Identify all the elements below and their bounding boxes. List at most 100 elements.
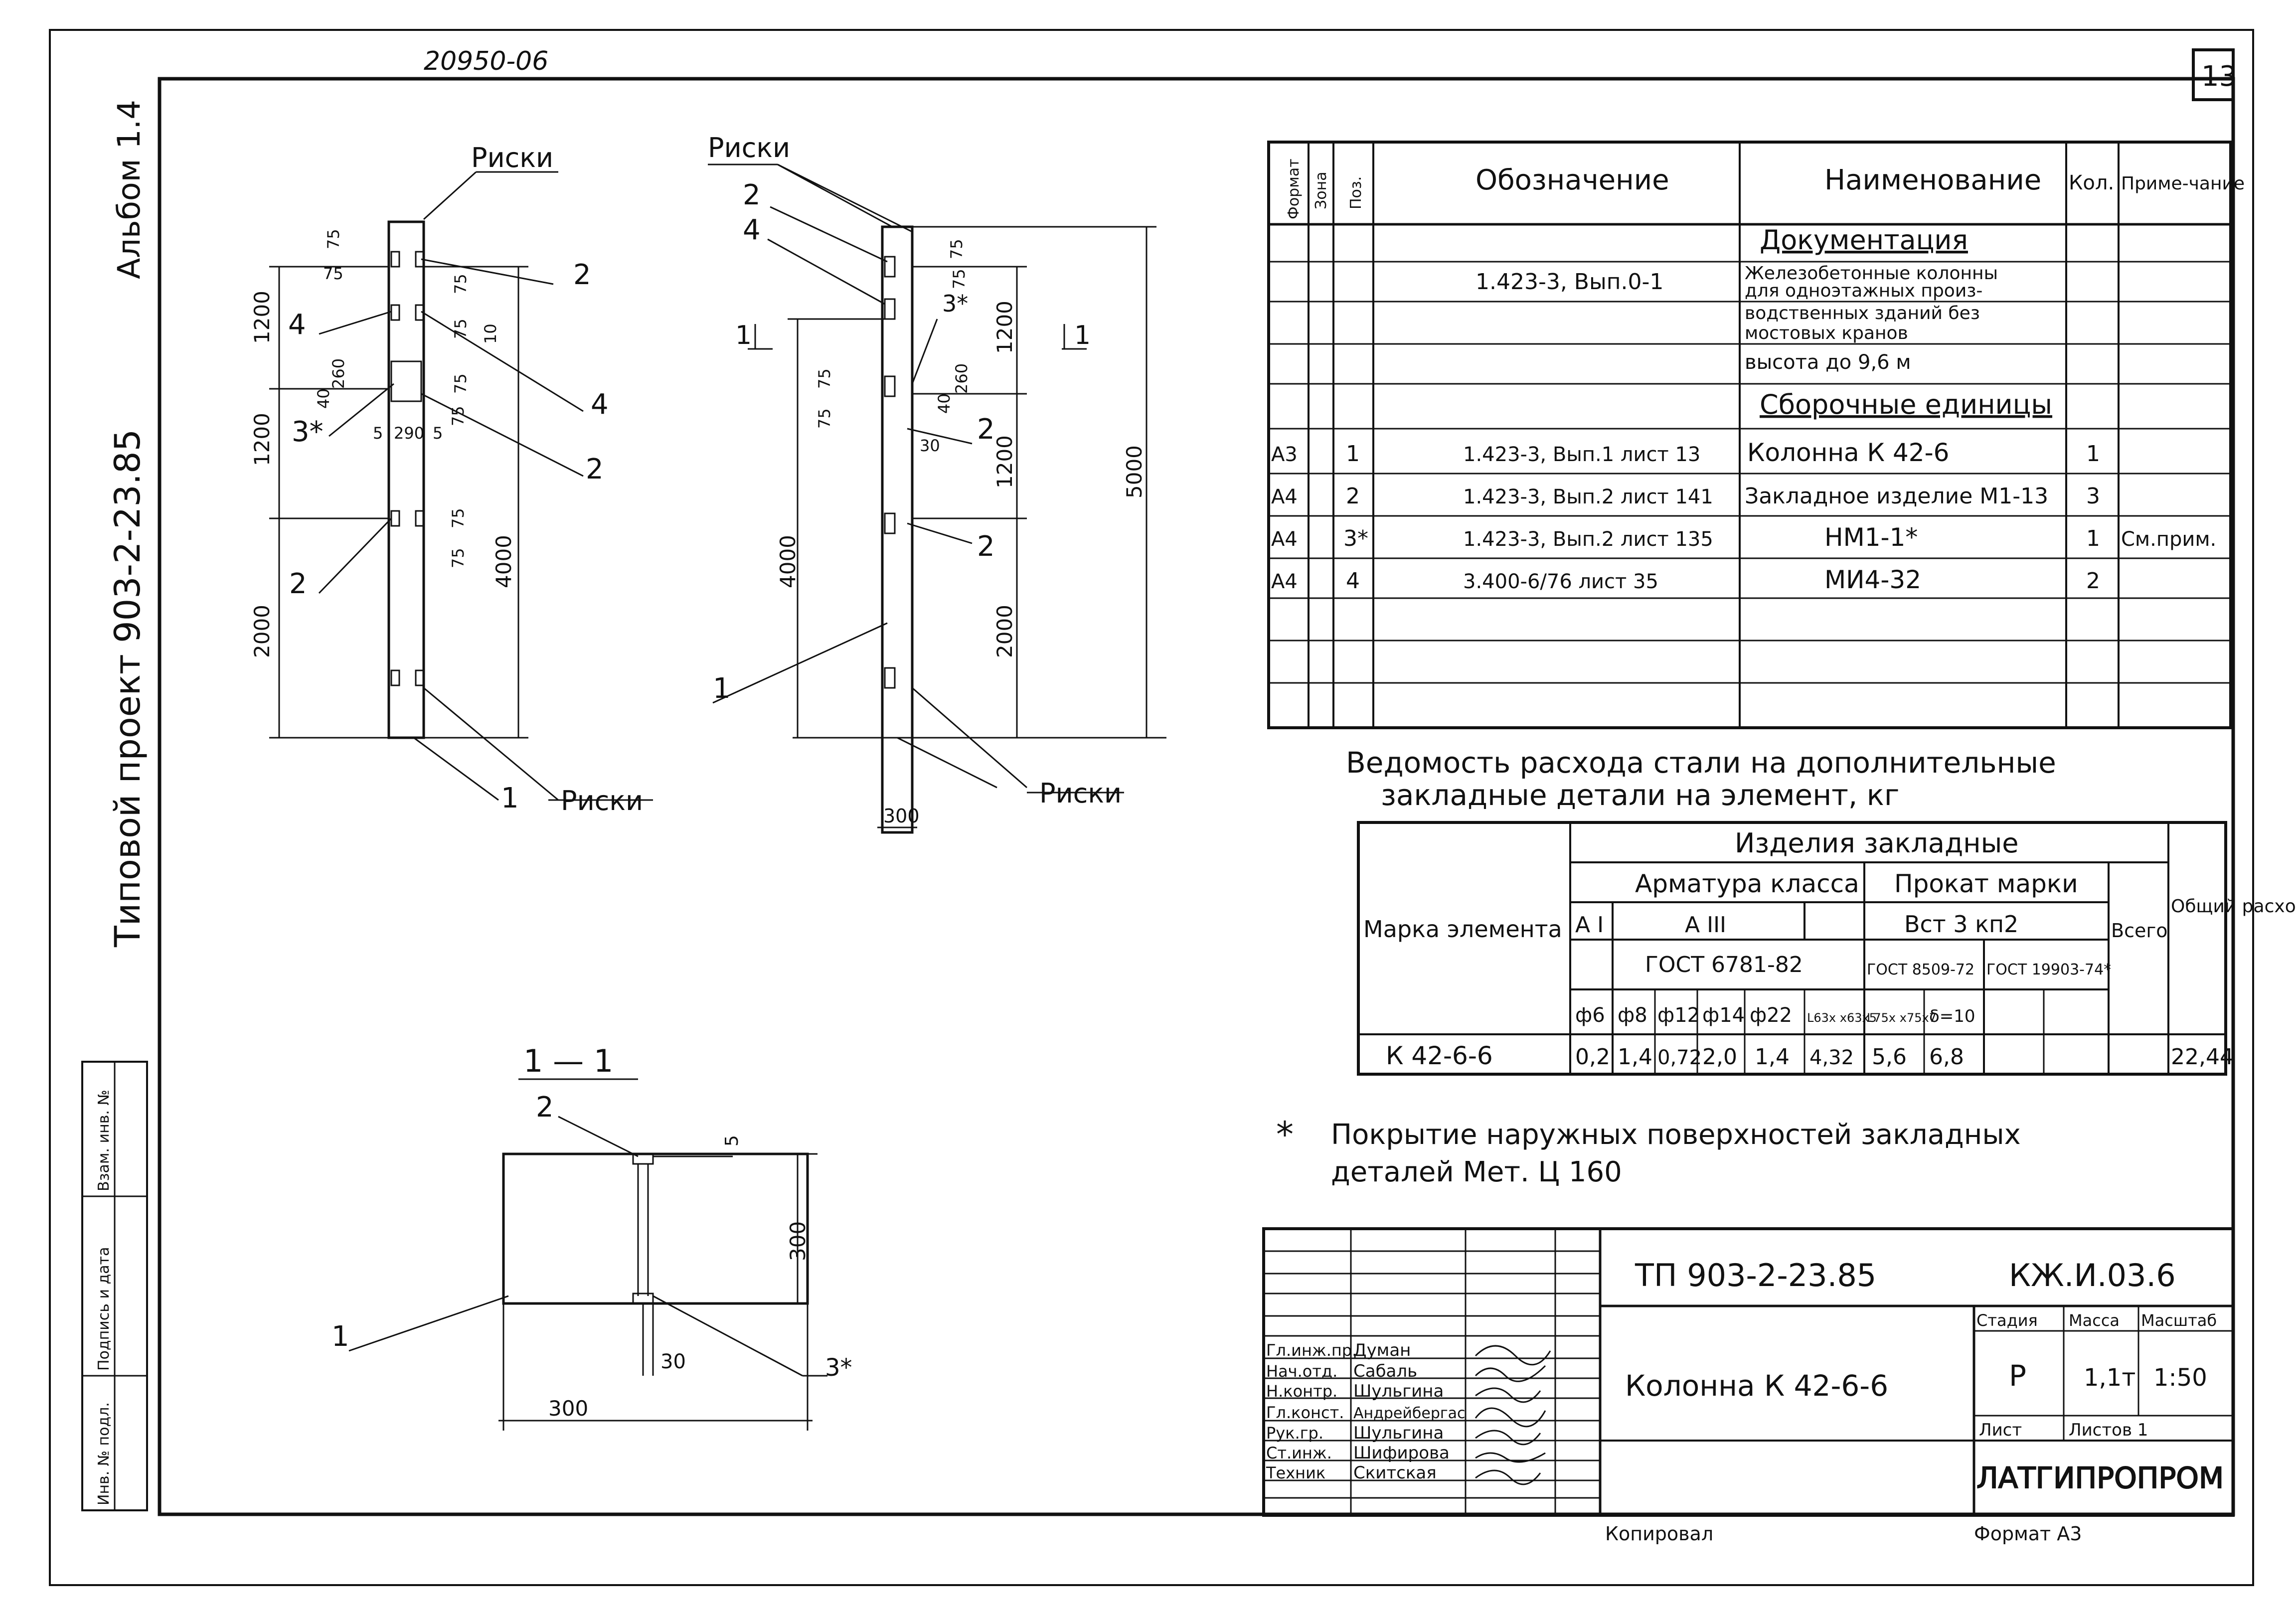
svg-text:Изделия закладные: Изделия закладные bbox=[1735, 827, 2018, 859]
svg-text:Риски: Риски bbox=[708, 132, 790, 163]
svg-text:А4: А4 bbox=[1271, 486, 1298, 508]
section-outline bbox=[502, 1152, 809, 1305]
svg-text:1.423-3, Вып.0-1: 1.423-3, Вып.0-1 bbox=[1476, 269, 1663, 295]
svg-text:30: 30 bbox=[920, 436, 940, 455]
svg-text:δ=10: δ=10 bbox=[1929, 1006, 1975, 1026]
svg-text:К 42-6-6: К 42-6-6 bbox=[1386, 1041, 1493, 1070]
svg-text:Гл.конст.: Гл.конст. bbox=[1266, 1403, 1344, 1422]
svg-text:Техник: Техник bbox=[1266, 1463, 1325, 1482]
svg-text:3*: 3* bbox=[1343, 526, 1368, 551]
svg-text:Обозначение: Обозначение bbox=[1476, 164, 1669, 196]
svg-text:А4: А4 bbox=[1271, 528, 1298, 551]
svg-text:3: 3 bbox=[2086, 484, 2100, 509]
svg-text:1.423-3, Вып.2 лист 135: 1.423-3, Вып.2 лист 135 bbox=[1463, 528, 1713, 551]
svg-text:Арматура класса: Арматура класса bbox=[1635, 869, 1859, 898]
label-riski-top-left: Риски bbox=[471, 142, 553, 173]
drawing-name: Колонна К 42-6-6 bbox=[1625, 1369, 1888, 1403]
svg-text:300: 300 bbox=[883, 805, 920, 827]
svg-text:высота до 9,6 м: высота до 9,6 м bbox=[1745, 351, 1911, 374]
svg-text:1200: 1200 bbox=[250, 413, 274, 466]
org-name: ЛАТГИПРОПРОМ bbox=[1976, 1461, 2224, 1495]
svg-text:1:50: 1:50 bbox=[2153, 1364, 2207, 1392]
svg-text:5,6: 5,6 bbox=[1872, 1044, 1907, 1070]
svg-text:75: 75 bbox=[323, 264, 343, 283]
svg-text:4: 4 bbox=[591, 388, 609, 421]
svg-text:Покрытие наружных поверхностей: Покрытие наружных поверхностей закладных bbox=[1331, 1119, 2021, 1151]
svg-text:А I: А I bbox=[1575, 912, 1604, 938]
svg-text:3*: 3* bbox=[942, 290, 968, 317]
svg-text:10: 10 bbox=[481, 324, 500, 344]
svg-text:3.400-6/76 лист 35: 3.400-6/76 лист 35 bbox=[1463, 570, 1658, 593]
drawing-code: КЖ.И.03.6 bbox=[2009, 1257, 2176, 1294]
svg-text:290: 290 bbox=[394, 424, 424, 443]
svg-text:См.прим.: См.прим. bbox=[2121, 528, 2216, 551]
svg-text:3*: 3* bbox=[292, 416, 324, 448]
svg-text:300: 300 bbox=[548, 1396, 588, 1421]
svg-text:Риски: Риски bbox=[561, 785, 643, 816]
svg-text:Марка элемента: Марка элемента bbox=[1363, 916, 1562, 943]
svg-text:ГОСТ 8509-72: ГОСТ 8509-72 bbox=[1867, 961, 1974, 978]
svg-text:Формат А3: Формат А3 bbox=[1974, 1523, 2082, 1545]
svg-text:1.423-3, Вып.1 лист 13: 1.423-3, Вып.1 лист 13 bbox=[1463, 443, 1700, 466]
svg-text:L63x x63x5: L63x x63x5 bbox=[1807, 1011, 1877, 1025]
svg-text:Гл.инж.пр.: Гл.инж.пр. bbox=[1266, 1341, 1357, 1360]
doc-code-top: 20950-06 bbox=[424, 46, 548, 76]
svg-text:Наименование: Наименование bbox=[1824, 164, 2041, 196]
svg-text:5: 5 bbox=[722, 1135, 742, 1146]
svg-text:Сборочные единицы: Сборочные единицы bbox=[1760, 389, 2052, 420]
svg-text:Зона: Зона bbox=[1312, 171, 1330, 209]
svg-text:2: 2 bbox=[1346, 484, 1360, 509]
svg-text:75: 75 bbox=[815, 368, 834, 389]
svg-text:2: 2 bbox=[2086, 568, 2100, 594]
svg-text:40: 40 bbox=[935, 393, 954, 414]
spec-row: А3 1 1.423-3, Вып.1 лист 13 Колонна К 42… bbox=[1271, 438, 2100, 467]
svg-text:ф14: ф14 bbox=[1702, 1004, 1745, 1027]
svg-text:75: 75 bbox=[947, 239, 966, 259]
svg-text:НМ1-1*: НМ1-1* bbox=[1824, 523, 1918, 552]
svg-text:1: 1 bbox=[501, 782, 519, 814]
svg-text:ф12: ф12 bbox=[1657, 1004, 1700, 1027]
svg-text:Железобетонные колонны: Железобетонные колонны bbox=[1745, 263, 1998, 284]
section-title: 1 — 1 bbox=[523, 1043, 613, 1079]
svg-text:4000: 4000 bbox=[776, 535, 800, 588]
svg-text:*: * bbox=[1276, 1114, 1294, 1155]
svg-text:Листов 1: Листов 1 bbox=[2069, 1420, 2148, 1440]
svg-text:75: 75 bbox=[950, 269, 969, 289]
svg-text:1,1т: 1,1т bbox=[2084, 1364, 2135, 1392]
svg-text:Инв. № подл.: Инв. № подл. bbox=[95, 1402, 113, 1505]
spec-row: А4 2 1.423-3, Вып.2 лист 141 Закладное и… bbox=[1271, 484, 2100, 509]
svg-text:ГОСТ 6781-82: ГОСТ 6781-82 bbox=[1645, 952, 1803, 977]
svg-text:4: 4 bbox=[743, 214, 761, 246]
svg-text:2: 2 bbox=[977, 413, 995, 446]
svg-text:МИ4-32: МИ4-32 bbox=[1824, 565, 1921, 594]
inner-frame bbox=[158, 77, 2235, 1516]
svg-text:Лист: Лист bbox=[1979, 1420, 2022, 1440]
column-body-right bbox=[881, 225, 914, 834]
svg-text:1: 1 bbox=[1074, 321, 1091, 350]
svg-text:Кол.: Кол. bbox=[2069, 171, 2114, 194]
svg-text:75: 75 bbox=[815, 408, 834, 429]
svg-text:Взам. инв. №: Взам. инв. № bbox=[95, 1090, 113, 1191]
outer-frame bbox=[49, 29, 2254, 1586]
svg-text:Поз.: Поз. bbox=[1347, 176, 1365, 209]
svg-text:Р: Р bbox=[2009, 1359, 2026, 1393]
svg-text:Прокат марки: Прокат марки bbox=[1894, 869, 2078, 898]
svg-text:L75x x75x7: L75x x75x7 bbox=[1867, 1011, 1937, 1025]
svg-text:3*: 3* bbox=[825, 1354, 852, 1382]
svg-text:4,32: 4,32 bbox=[1809, 1046, 1854, 1069]
svg-text:4: 4 bbox=[288, 309, 306, 341]
svg-text:4000: 4000 bbox=[492, 535, 516, 588]
project-code: ТП 903-2-23.85 bbox=[1635, 1257, 1876, 1294]
svg-text:Скитская: Скитская bbox=[1353, 1463, 1437, 1483]
svg-text:2: 2 bbox=[573, 259, 591, 291]
svg-text:4: 4 bbox=[1346, 568, 1360, 594]
svg-text:30: 30 bbox=[660, 1350, 686, 1373]
svg-text:Андрейбергас: Андрейбергас bbox=[1353, 1405, 1466, 1422]
svg-text:5000: 5000 bbox=[1122, 445, 1147, 498]
svg-text:260: 260 bbox=[952, 363, 971, 394]
svg-text:Общий расход: Общий расход bbox=[2171, 896, 2296, 917]
svg-text:Масштаб: Масштаб bbox=[2141, 1311, 2217, 1330]
project-label: Типовой проект 903-2-23.85 bbox=[107, 429, 148, 948]
svg-text:1200: 1200 bbox=[992, 301, 1017, 354]
